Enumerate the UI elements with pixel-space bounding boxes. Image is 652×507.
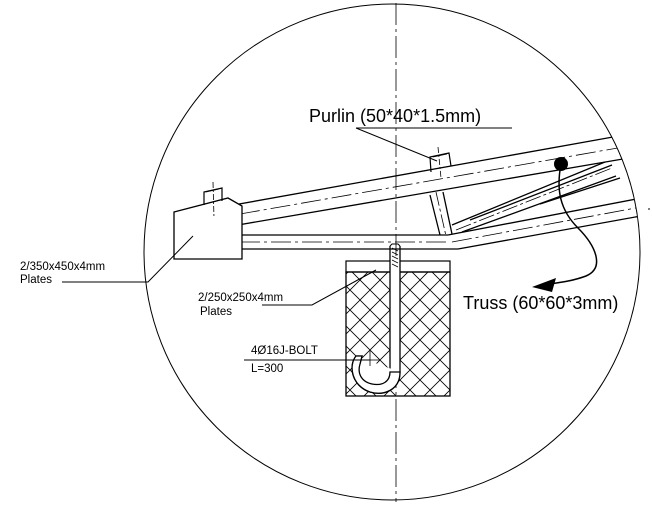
bottom-chord-incline-center bbox=[451, 204, 640, 243]
bottom-chord-incline-upper bbox=[447, 195, 640, 236]
top-plate-leader bbox=[62, 235, 194, 283]
web-diagonal-d bbox=[469, 164, 613, 221]
web-diagonal-a bbox=[451, 161, 606, 226]
base-plate-label-type: Plates bbox=[200, 306, 232, 318]
end-plate-top bbox=[173, 197, 243, 260]
purlin-leader-drop bbox=[355, 127, 438, 162]
purlin-label: Purlin (50*40*1.5mm) bbox=[309, 106, 482, 126]
web-diagonal-c bbox=[461, 175, 617, 233]
top-chord-center bbox=[239, 141, 640, 215]
top-plate-label-size: 2/350x450x4mm bbox=[20, 261, 106, 273]
truss-label: Truss (60*60*3mm) bbox=[463, 293, 619, 313]
bolt-label-type: 4Ø16J-BOLT bbox=[251, 345, 318, 357]
base-plate-label-size: 2/250x250x4mm bbox=[198, 292, 284, 304]
web-diagonal-b bbox=[455, 167, 613, 231]
bottom-chord-incline-lower bbox=[457, 213, 640, 250]
top-plate-label-type: Plates bbox=[20, 274, 52, 286]
truss-leader-curve bbox=[541, 163, 598, 286]
purlin-right bbox=[429, 146, 452, 179]
web-vertical-left bbox=[429, 194, 441, 236]
base-plate-leader bbox=[262, 269, 377, 306]
detail-circle bbox=[143, 3, 641, 501]
top-chord-lower bbox=[237, 153, 640, 226]
truss-leader-arrowhead bbox=[532, 278, 556, 292]
web-diagonal-e bbox=[539, 177, 621, 205]
web-vertical-right bbox=[442, 191, 453, 235]
web-vertical-center bbox=[435, 191, 447, 237]
j-bolt bbox=[351, 243, 401, 394]
purlin-left bbox=[203, 181, 223, 219]
bolt-label-length: L=300 bbox=[251, 363, 284, 375]
